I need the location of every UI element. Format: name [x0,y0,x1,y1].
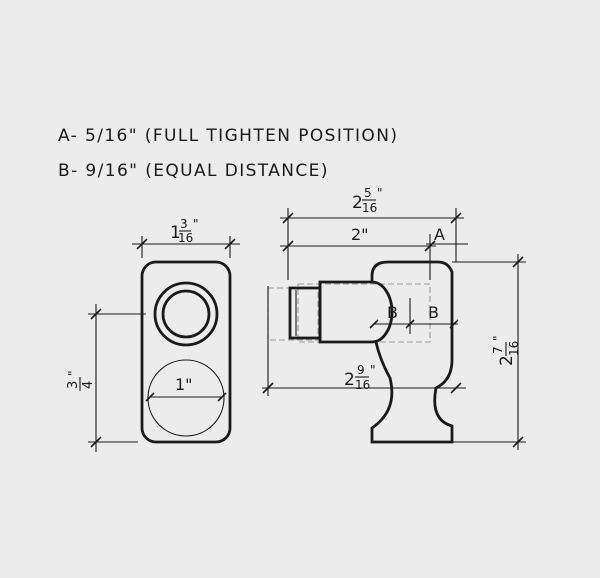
svg-text:2: 2 [497,355,517,366]
svg-text:16: 16 [355,378,370,392]
phantom-fitting [267,287,319,341]
svg-text:": " [66,370,80,376]
svg-text:9: 9 [357,363,365,377]
bore-dim-label: 1" [175,375,193,394]
front-view-outline [140,260,232,444]
fitting-inner-ring [161,289,211,339]
svg-text:16: 16 [362,201,377,215]
label-b-left: B [387,303,398,322]
svg-text:16: 16 [178,231,193,245]
compression-nut [318,280,394,344]
svg-text:2: 2 [352,193,363,213]
label-b-right: B [428,303,439,322]
svg-text:": " [193,217,199,231]
label-a: A [434,225,445,244]
threaded-nipple [288,286,322,340]
height-dim-label-side: 2 7 16 " [491,335,521,366]
body-length-label: 2" [351,225,369,244]
lower-length-label: 2 9 16 " [344,363,376,392]
height-dim-label: 3 4 " [66,370,96,391]
note-a: A- 5/16" (FULL TIGHTEN POSITION) [58,126,398,146]
note-b: B- 9/16" (EQUAL DISTANCE) [58,161,329,181]
svg-text:2: 2 [344,370,355,390]
svg-text:5: 5 [364,186,372,200]
width-dim-label: 1 3 16 " [170,217,199,245]
svg-text:3: 3 [66,381,81,389]
svg-text:": " [491,335,505,341]
side-view: B B A 2 5 16 " 2" [262,186,526,450]
svg-text:3: 3 [180,217,188,231]
fitting-outer-ring [153,281,219,347]
svg-text:1: 1 [170,223,181,243]
bottom-bore-circle [147,359,225,437]
svg-text:7: 7 [491,346,505,354]
svg-text:": " [377,186,383,200]
front-view: 1" 1 3 16 " 3 4 " [66,217,240,452]
svg-text:": " [370,363,376,377]
overall-length-label: 2 5 16 " [352,186,383,215]
svg-text:16: 16 [507,341,521,356]
svg-text:4: 4 [81,381,96,389]
